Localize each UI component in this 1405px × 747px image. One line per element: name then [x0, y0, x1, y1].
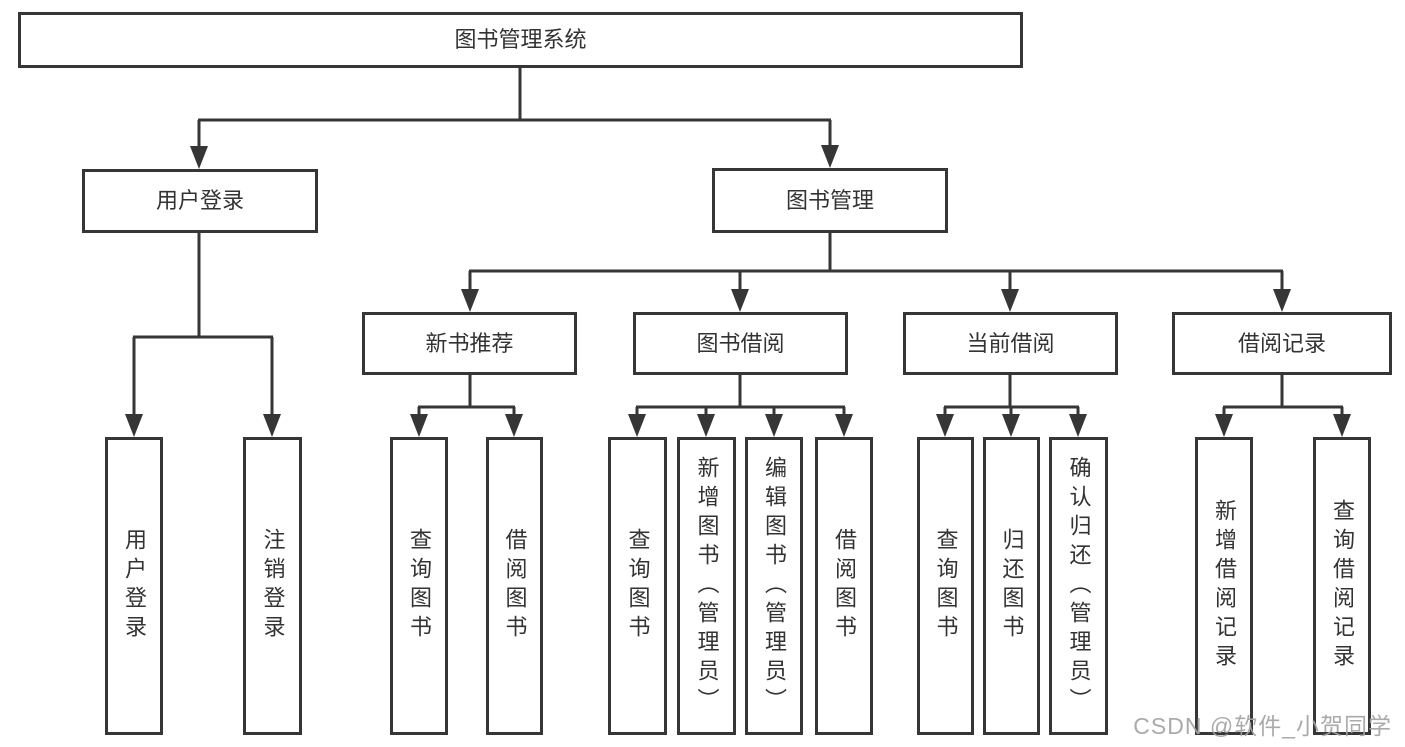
- leaf-return-books: 归还图书: [983, 437, 1040, 735]
- node-new-book-recommendation: 新书推荐: [362, 312, 577, 375]
- leaf-borrow-books-borrowing: 借阅图书: [815, 437, 873, 735]
- arrowheads: [125, 145, 1351, 437]
- leaf-borrow-books-recommend: 借阅图书: [486, 437, 543, 735]
- node-book-borrowing: 图书借阅: [633, 312, 848, 375]
- leaf-add-borrow-record: 新增借阅记录: [1195, 437, 1253, 735]
- node-book-management: 图书管理: [712, 168, 948, 233]
- leaf-logout: 注销登录: [243, 437, 302, 735]
- leaf-edit-books-admin: 编辑图书（管理员）: [745, 437, 803, 735]
- leaf-query-books-current: 查询图书: [917, 437, 974, 735]
- leaf-add-books-admin: 新增图书（管理员）: [677, 437, 736, 735]
- csdn-watermark: CSDN @软件_小贺同学: [1133, 713, 1392, 739]
- leaf-user-login: 用户登录: [105, 437, 163, 735]
- node-borrowing-records: 借阅记录: [1172, 312, 1392, 375]
- leaf-confirm-return-admin: 确认归还（管理员）: [1049, 437, 1108, 735]
- leaf-query-borrow-record: 查询借阅记录: [1313, 437, 1371, 735]
- node-library-management-system: 图书管理系统: [18, 12, 1023, 68]
- node-current-borrowing: 当前借阅: [903, 312, 1118, 375]
- leaf-query-books-recommend: 查询图书: [390, 437, 448, 735]
- node-user-login: 用户登录: [82, 169, 318, 233]
- leaf-query-books-borrowing: 查询图书: [608, 437, 667, 735]
